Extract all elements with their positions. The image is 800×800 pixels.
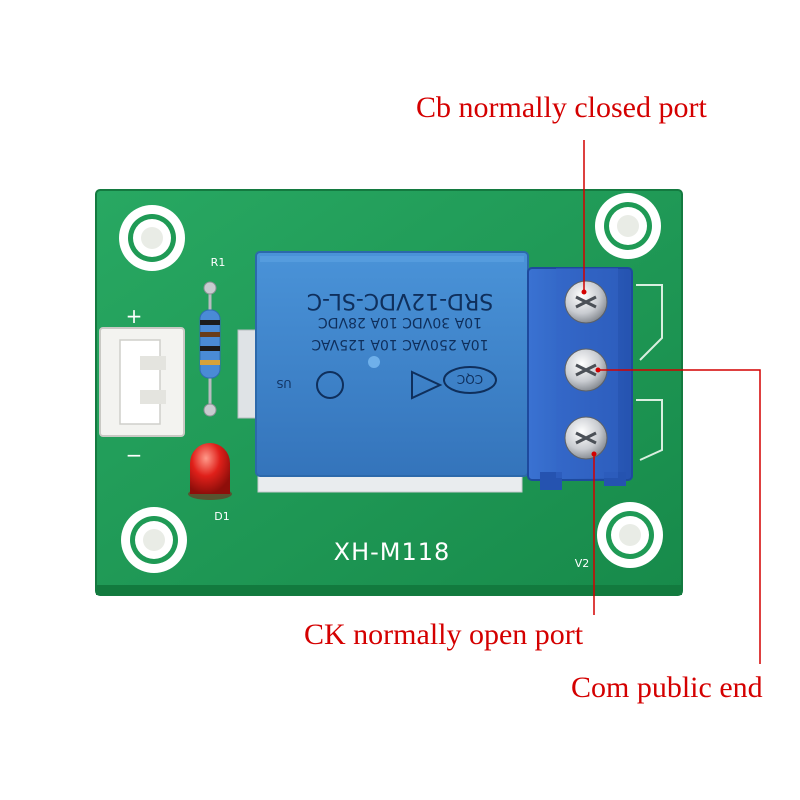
- relay-rating-dc: 10A 30VDC 10A 28VDC: [318, 314, 482, 330]
- relay-body: [255, 251, 529, 477]
- terminal-screw-com: [564, 348, 608, 392]
- led-d1: [188, 443, 232, 500]
- callout-lines: [583, 140, 761, 664]
- mounting-hole-bottom-right: [597, 502, 663, 568]
- relay-cert-marks: CQC US: [276, 366, 497, 400]
- relay-model-text: SRD-12VDC-SL-C: [307, 288, 494, 313]
- minus-marking: −: [126, 443, 143, 467]
- callout-normally-closed: Cb normally closed port: [416, 91, 707, 124]
- relay-rating-ac: 10A 250VAC 10A 125VAC: [311, 336, 488, 352]
- callout-common: Com public end: [571, 671, 763, 704]
- callout-normally-open: CK normally open port: [304, 618, 584, 651]
- plus-marking: +: [126, 304, 143, 328]
- silkscreen-outline: [636, 284, 663, 461]
- com-leader: [598, 369, 761, 664]
- led-label: D1: [214, 510, 229, 523]
- terminal-screw-nc: [564, 280, 608, 324]
- callout-dots: [581, 289, 601, 457]
- relay-markings: SRD-12VDC-SL-C 10A 30VDC 10A 28VDC 10A 2…: [307, 288, 494, 352]
- mounting-hole-top-left: [119, 205, 185, 271]
- mounting-hole-top-right: [595, 193, 661, 259]
- terminal-screw-no: [564, 416, 608, 460]
- resistor-r1: [199, 281, 221, 417]
- power-connector: [99, 327, 185, 437]
- board-version: V2: [575, 557, 590, 570]
- cqc-mark: CQC: [457, 372, 483, 386]
- mounting-hole-bottom-left: [121, 507, 187, 573]
- ul-mark: US: [276, 377, 291, 390]
- board-model: XH-M118: [334, 538, 451, 566]
- resistor-label: R1: [211, 256, 226, 269]
